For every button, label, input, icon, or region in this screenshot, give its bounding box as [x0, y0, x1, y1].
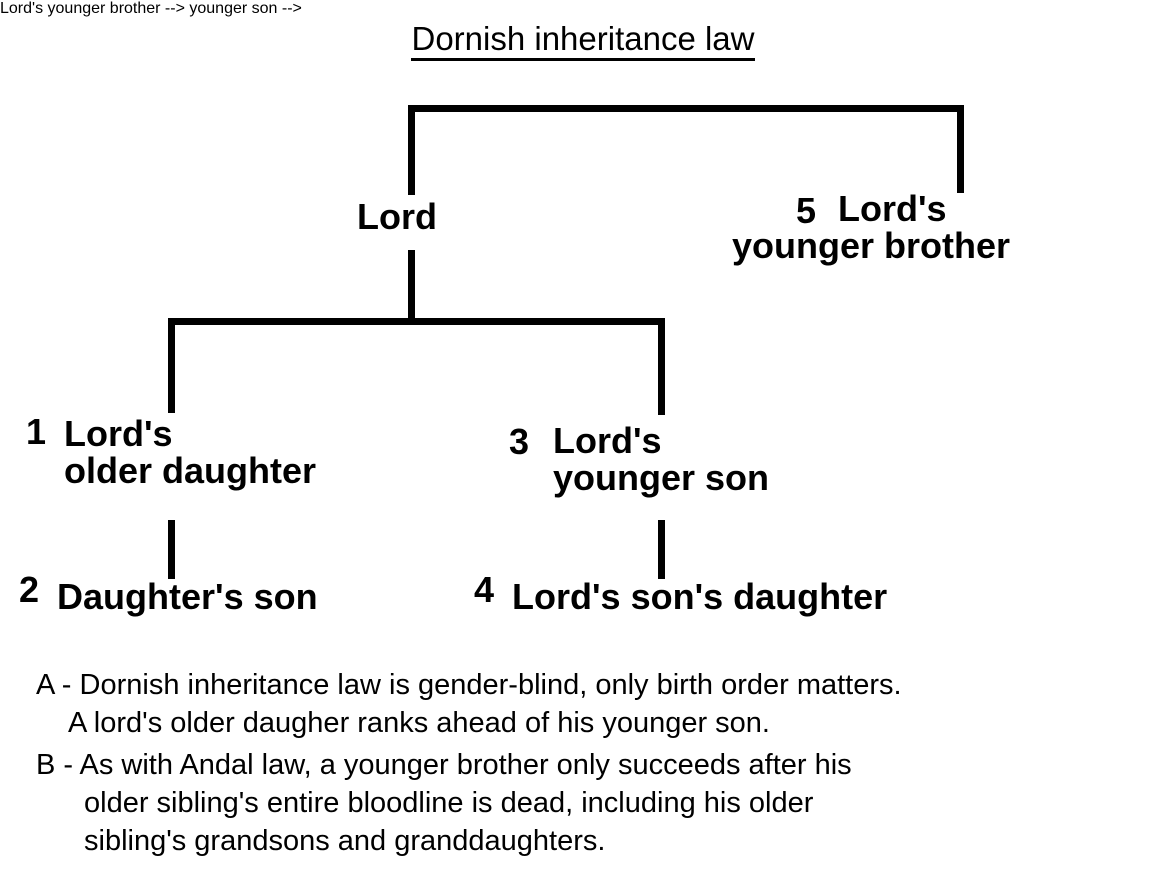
node-lords-older-daughter[interactable]: Lord's older daughter	[64, 415, 316, 490]
connector-children-left-leg	[168, 318, 175, 413]
footnotes: A - Dornish inheritance law is gender-bl…	[36, 666, 1156, 864]
footnote-b-line2: older sibling's entire bloodline is dead…	[84, 787, 814, 819]
node-lords-younger-brother[interactable]: Lord's younger brother	[732, 188, 1010, 265]
connector-lord-down-stub	[408, 250, 415, 322]
node-older-daughter-line2: older daughter	[64, 450, 317, 492]
page-title: Dornish inheritance law	[0, 20, 1166, 61]
connector-son-to-granddaughter	[658, 520, 665, 579]
footnote-b: B - As with Andal law, a younger brother…	[36, 746, 1156, 860]
connector-top-right-leg	[957, 105, 964, 193]
node-older-daughter-line1: Lord's	[64, 413, 173, 454]
connector-top-left-leg	[408, 105, 415, 195]
node-sons-daughter-label: Lord's son's daughter	[512, 576, 888, 617]
footnote-a-line1: A - Dornish inheritance law is gender-bl…	[36, 669, 902, 701]
node-lord[interactable]: Lord	[357, 198, 437, 235]
connector-children-right-leg	[658, 318, 665, 415]
footnote-b-line3: sibling's grandsons and granddaughters.	[84, 825, 606, 857]
page-title-text: Dornish inheritance law	[411, 20, 755, 61]
connector-top-horizontal	[408, 105, 964, 112]
node-younger-son-line2: younger son	[553, 457, 770, 499]
node-younger-son-line1: Lord's	[553, 420, 662, 461]
node-brother-line1: Lord's	[838, 188, 947, 229]
footnote-b-line1: B - As with Andal law, a younger brother…	[36, 749, 852, 781]
rank-badge-1: 1	[26, 411, 47, 452]
node-lords-sons-daughter[interactable]: Lord's son's daughter	[512, 578, 887, 615]
node-lord-label: Lord	[357, 196, 437, 237]
connector-daughter-to-grandson	[168, 520, 175, 579]
node-daughters-son[interactable]: Daughter's son	[57, 578, 318, 615]
rank-badge-4: 4	[474, 569, 495, 610]
rank-badge-2: 2	[19, 569, 40, 610]
node-daughters-son-label: Daughter's son	[57, 576, 318, 617]
rank-badge-3: 3	[509, 421, 530, 462]
node-brother-line2: younger brother	[732, 225, 1011, 267]
rank-badge-5: 5	[796, 190, 817, 231]
node-lords-younger-son[interactable]: Lord's younger son	[553, 422, 769, 497]
connector-children-horizontal	[168, 318, 665, 325]
footnote-a-line2: A lord's older daugher ranks ahead of hi…	[68, 707, 770, 739]
footnote-a: A - Dornish inheritance law is gender-bl…	[36, 666, 1156, 742]
